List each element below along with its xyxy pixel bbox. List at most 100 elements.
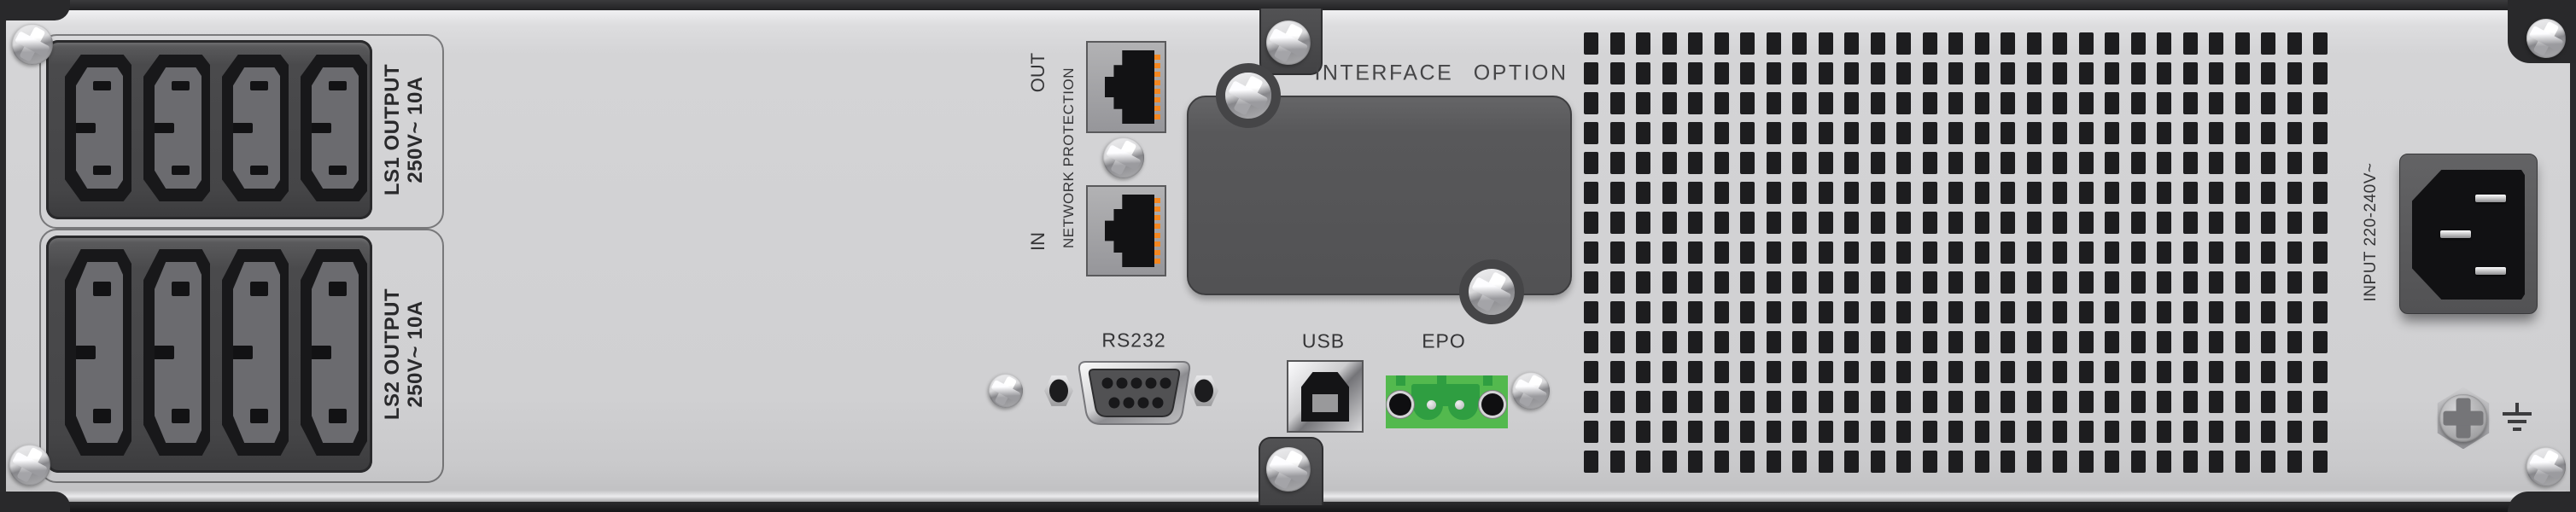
vent-hole: [2261, 361, 2275, 383]
vent-hole: [2234, 62, 2250, 84]
usb-b-port: [1287, 360, 1364, 433]
rj45-contact: [1154, 241, 1160, 247]
network-protection-label: NETWORK PROTECTION: [1060, 67, 1077, 249]
vent-hole: [2053, 361, 2067, 383]
vent-hole: [2287, 271, 2302, 294]
vent-hole: [1609, 361, 1625, 383]
vent-hole: [1974, 301, 1989, 323]
vent-hole: [2078, 212, 2094, 234]
c13-outlet: [65, 249, 131, 456]
vent-hole: [1922, 212, 1937, 234]
vent-hole: [1636, 421, 1650, 443]
vent-hole: [2261, 331, 2275, 353]
vent-hole: [2053, 271, 2067, 294]
vent-hole: [2234, 271, 2250, 294]
vent-hole: [1688, 271, 1703, 294]
rj45-out-socket-cutout: [1105, 50, 1154, 124]
c13-outlet: [222, 249, 289, 456]
iec-pin-earth: [2440, 230, 2471, 238]
vent-hole: [2130, 152, 2146, 174]
vent-hole: [1792, 62, 1807, 84]
vent-hole: [1818, 182, 1833, 204]
vent-hole: [1974, 212, 1989, 234]
vent-hole: [2287, 212, 2302, 234]
vent-hole: [1922, 301, 1937, 323]
output-group-ls1-label: LS1 OUTPUT 250V~ 10A: [381, 64, 428, 195]
screw-ground-icon: [2439, 394, 2487, 442]
vent-hole: [1844, 241, 1859, 264]
c13-slot: [329, 282, 348, 297]
rj45-contact: [1154, 89, 1160, 95]
c13-socket-face: [155, 262, 202, 443]
vent-hole: [1609, 182, 1625, 204]
vent-hole: [1818, 391, 1833, 413]
vent-hole: [1948, 421, 1963, 443]
vent-hole: [1688, 361, 1703, 383]
vent-hole: [1974, 421, 1989, 443]
vent-hole: [2234, 241, 2250, 264]
vent-hole: [2105, 122, 2119, 144]
vent-hole: [2105, 212, 2119, 234]
vent-hole: [1662, 212, 1677, 234]
vent-hole: [1740, 271, 1755, 294]
vent-hole: [1818, 92, 1833, 114]
vent-hole: [2182, 271, 2198, 294]
rj45-in-contacts: [1154, 198, 1160, 264]
vent-hole: [2130, 361, 2146, 383]
vent-hole: [1636, 92, 1650, 114]
vent-hole: [1636, 271, 1650, 294]
iec-c14-inlet: [2399, 154, 2538, 314]
ground-symbol-bar: [2508, 420, 2526, 423]
vent-hole: [2261, 301, 2275, 323]
vent-hole: [1818, 361, 1833, 383]
c13-outlet: [143, 249, 210, 456]
vent-hole: [1688, 122, 1703, 144]
vent-hole: [1688, 32, 1703, 55]
rj45-contact: [1154, 215, 1160, 221]
vent-hole: [2105, 92, 2119, 114]
c13-slot: [155, 123, 175, 133]
iec-pin-line: [2475, 195, 2506, 202]
vent-hole: [1688, 212, 1703, 234]
vent-hole: [2287, 32, 2302, 55]
vent-hole: [2261, 271, 2275, 294]
vent-hole: [1766, 212, 1781, 234]
vent-hole: [1922, 241, 1937, 264]
vent-hole: [2130, 301, 2146, 323]
vent-hole: [2157, 212, 2171, 234]
vent-hole: [1922, 331, 1937, 353]
vent-hole: [2130, 451, 2146, 473]
chassis-bottom-edge: [0, 502, 2576, 512]
vent-hole: [1714, 451, 1729, 473]
vent-hole: [1609, 152, 1625, 174]
rj45-contact: [1154, 97, 1160, 103]
vent-hole: [2026, 92, 2042, 114]
vent-hole: [1714, 391, 1729, 413]
vent-hole: [2182, 122, 2198, 144]
vent-hole: [1818, 451, 1833, 473]
vent-hole: [2261, 122, 2275, 144]
vent-hole: [1922, 122, 1937, 144]
vent-hole: [2182, 331, 2198, 353]
vent-hole: [2078, 331, 2094, 353]
vent-hole: [2105, 152, 2119, 174]
vent-hole: [2313, 122, 2328, 144]
vent-hole: [1609, 301, 1625, 323]
vent-hole: [2157, 391, 2171, 413]
vent-hole: [1584, 271, 1598, 294]
c13-slot: [250, 80, 269, 90]
vent-hole: [2026, 271, 2042, 294]
c13-slot: [329, 408, 348, 423]
epo-terminal-block: [1386, 375, 1508, 428]
vent-hole: [1792, 301, 1807, 323]
vent-hole: [1636, 152, 1650, 174]
vent-hole: [1896, 62, 1911, 84]
vent-hole: [1714, 361, 1729, 383]
vent-hole: [1844, 122, 1859, 144]
vent-hole: [1714, 182, 1729, 204]
vent-hole: [1714, 212, 1729, 234]
vent-hole: [2313, 331, 2328, 353]
vent-hole: [2313, 152, 2328, 174]
c13-outlet: [65, 55, 131, 201]
vent-hole: [2053, 301, 2067, 323]
